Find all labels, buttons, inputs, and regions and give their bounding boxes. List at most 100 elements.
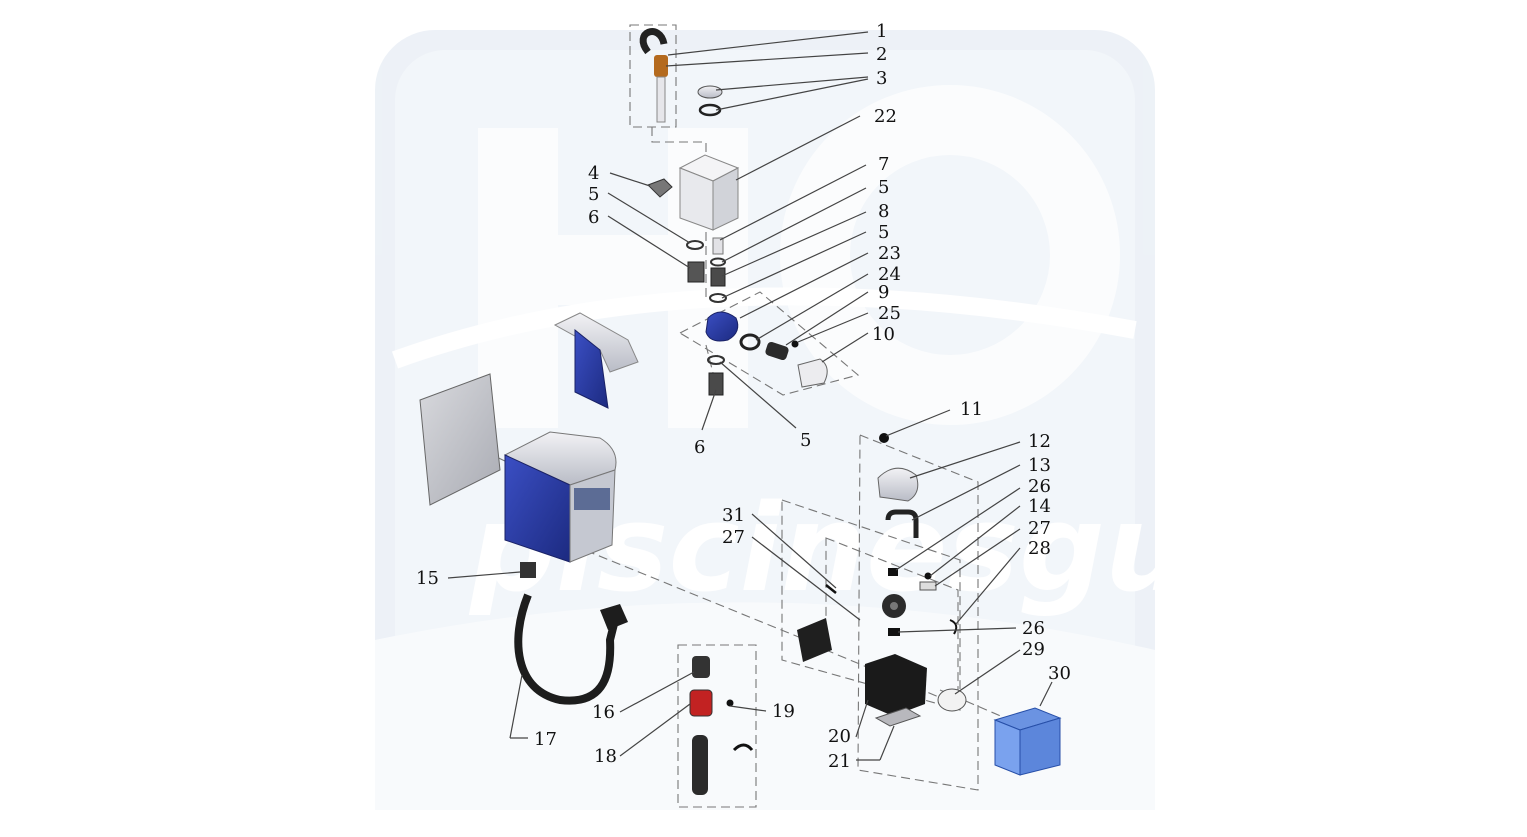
leader-26b bbox=[897, 627, 1017, 633]
callout-11: 11 bbox=[960, 399, 983, 420]
leader-7 bbox=[719, 164, 867, 241]
pump-body-part-20 bbox=[865, 654, 927, 716]
power-cable-part bbox=[514, 562, 628, 705]
leader-lines bbox=[447, 31, 1053, 761]
front-cover-part bbox=[553, 312, 639, 409]
leader-12 bbox=[909, 441, 1021, 479]
clip-part-26a bbox=[888, 568, 898, 576]
callout-26b: 26 bbox=[1022, 618, 1045, 639]
callout-28: 28 bbox=[1028, 538, 1051, 559]
leader-28 bbox=[955, 547, 1021, 625]
leader-13 bbox=[911, 464, 1021, 521]
cover30-side bbox=[1019, 717, 1061, 776]
leader-6a bbox=[607, 215, 691, 269]
leader-4 bbox=[609, 172, 651, 187]
leader-10 bbox=[821, 332, 869, 363]
leader-20 bbox=[855, 699, 869, 738]
leader-18 bbox=[619, 703, 691, 757]
leader-15 bbox=[447, 571, 521, 579]
tank-side bbox=[712, 167, 739, 231]
callout-25: 25 bbox=[878, 303, 901, 324]
weight-clip bbox=[732, 743, 754, 752]
motor-plate-part bbox=[797, 618, 832, 662]
leader-21b bbox=[879, 725, 895, 761]
foot-valve-part bbox=[689, 656, 754, 795]
callout-5d: 5 bbox=[800, 430, 811, 451]
probe-cable bbox=[639, 28, 668, 55]
cap-part bbox=[697, 85, 723, 99]
callout-17: 17 bbox=[534, 729, 557, 750]
elbow-fitting-part bbox=[647, 178, 673, 198]
rotor-part bbox=[882, 594, 906, 618]
guide-probe-box bbox=[629, 24, 677, 128]
screw-part-11 bbox=[879, 433, 889, 443]
leader-3 bbox=[715, 76, 869, 91]
clip-part-28 bbox=[949, 619, 958, 635]
pump-head-part bbox=[797, 433, 967, 727]
guide-footvalve-box bbox=[677, 644, 757, 808]
callout-30: 30 bbox=[1048, 663, 1071, 684]
back-panel-part bbox=[419, 373, 501, 506]
leader-17 bbox=[509, 674, 523, 739]
callout-21: 21 bbox=[828, 751, 851, 772]
callout-27a: 27 bbox=[722, 527, 745, 548]
leader-31 bbox=[751, 513, 837, 589]
front-cover-blue bbox=[574, 328, 609, 409]
leader-22 bbox=[735, 115, 861, 181]
tube-part-13 bbox=[885, 509, 919, 538]
callout-12: 12 bbox=[1028, 431, 1051, 452]
leader-26a bbox=[895, 487, 1021, 571]
parts bbox=[419, 28, 1062, 795]
valve-body-part bbox=[705, 311, 739, 342]
valve-part-8 bbox=[710, 267, 726, 287]
cable-gland bbox=[520, 562, 536, 578]
ball-part-9 bbox=[791, 340, 799, 348]
callout-31: 31 bbox=[722, 505, 745, 526]
callout-16: 16 bbox=[592, 702, 615, 723]
leader-1 bbox=[667, 31, 869, 56]
callout-5c: 5 bbox=[878, 222, 889, 243]
assembly-guides bbox=[459, 24, 1011, 808]
callout-5a: 5 bbox=[588, 184, 599, 205]
leader-9 bbox=[785, 291, 869, 346]
cable-plug bbox=[600, 604, 628, 630]
pin-part-31 bbox=[825, 584, 837, 594]
guide-valve-plane bbox=[678, 291, 860, 396]
cap-part-10 bbox=[797, 358, 828, 388]
callout-10: 10 bbox=[872, 324, 895, 345]
callout-23: 23 bbox=[878, 243, 901, 264]
callout-6b: 6 bbox=[694, 437, 705, 458]
guide-pump-head-mid bbox=[781, 499, 961, 711]
plunger-part-23 bbox=[765, 341, 789, 361]
callout-3: 3 bbox=[876, 68, 887, 89]
cover30-front bbox=[994, 719, 1021, 776]
leader-30 bbox=[1039, 681, 1053, 707]
transparent-cover-part bbox=[993, 707, 1062, 776]
gasket-part-29 bbox=[937, 688, 967, 712]
bracket-part-21 bbox=[874, 707, 922, 727]
leader-5d bbox=[719, 361, 797, 429]
leader-27a bbox=[751, 536, 861, 621]
foot-valve-rod bbox=[692, 735, 708, 795]
leader-19 bbox=[729, 705, 767, 712]
leader-2 bbox=[665, 52, 869, 67]
leader-29 bbox=[954, 649, 1021, 695]
callout-22: 22 bbox=[874, 106, 897, 127]
leader-24 bbox=[755, 273, 869, 341]
callout-7: 7 bbox=[878, 154, 889, 175]
callout-14: 14 bbox=[1028, 496, 1051, 517]
callout-24: 24 bbox=[878, 264, 901, 285]
callout-18: 18 bbox=[594, 746, 617, 767]
callout-8: 8 bbox=[878, 201, 889, 222]
leader-5a bbox=[607, 192, 691, 244]
watermark: piscinesgus bbox=[375, 30, 1262, 810]
leader-6b bbox=[701, 389, 717, 431]
nut-part-6a bbox=[687, 261, 705, 283]
leader-16 bbox=[619, 671, 695, 713]
guide-pump-head-outer bbox=[857, 434, 979, 791]
leader-5b bbox=[721, 187, 867, 263]
filter-part-7 bbox=[712, 237, 724, 255]
callout-1: 1 bbox=[876, 21, 887, 42]
